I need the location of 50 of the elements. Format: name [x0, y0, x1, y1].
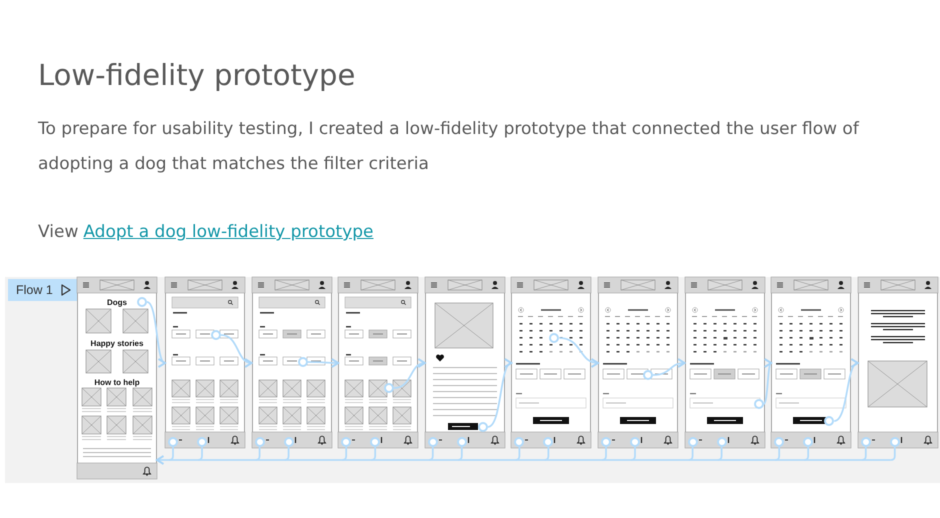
flow-tag [8, 279, 77, 301]
section-heading: Dogs [107, 298, 127, 308]
hotspot-marker [211, 330, 221, 340]
prototype-connector [652, 358, 686, 376]
prototype-connector [834, 360, 859, 422]
hotspot-marker [137, 297, 147, 307]
prototype-connector [458, 447, 463, 461]
prototype-connector [156, 455, 891, 465]
prototype-connector [371, 447, 376, 461]
prototype-connector [688, 447, 694, 461]
section-heading: Happy stories [90, 339, 144, 349]
wireframe-screen [684, 277, 765, 448]
prototype-connector [220, 334, 253, 367]
prototype-connector [487, 361, 512, 428]
prototype-connector [168, 447, 174, 461]
prototype-connector [198, 447, 203, 461]
prototype-connector [862, 447, 867, 461]
prototype-link: Adopt a dog low-fidelity prototype [83, 222, 374, 242]
hotspot-marker [549, 333, 560, 343]
prototype-connector [718, 447, 722, 461]
prototype-connector [284, 447, 290, 461]
prototype-connector [602, 447, 607, 461]
wireframe-screen [424, 277, 505, 448]
prototype-connector [308, 358, 340, 368]
prototype-connector [428, 447, 434, 461]
wireframe-screen [165, 277, 245, 448]
wireframe-screen [858, 277, 938, 448]
prototype-connector [630, 447, 636, 461]
hotspot-marker [478, 422, 488, 432]
prototype-connector [342, 447, 348, 461]
view-text: View [38, 222, 78, 242]
wireframe-screen [338, 277, 418, 448]
prototype-connector [775, 447, 780, 461]
hotspot-marker [824, 416, 834, 426]
prototype-connector [515, 447, 520, 461]
wireframe-screen [771, 277, 852, 448]
wireframe-screen [252, 277, 332, 448]
prototype-connector [394, 358, 426, 389]
page-title: Low-fidelity prototype [38, 57, 356, 94]
flow-name: Flow 1 [16, 283, 53, 297]
prototype-connector [256, 447, 260, 461]
wireframe-screen [77, 277, 157, 479]
wireframe-screen [598, 277, 678, 448]
prototype-connector [544, 447, 550, 461]
section-heading: How to help [94, 378, 140, 388]
prototype-connector [559, 337, 599, 368]
description-paragraph: To prepare for usability testing, I created a low-fidelity prototype that connected the user flow of adopting a dog that matches the filter criteria [38, 118, 860, 176]
wireframe-screen [511, 277, 592, 448]
prototype-connector [890, 447, 896, 461]
prototype-connector [804, 447, 810, 461]
